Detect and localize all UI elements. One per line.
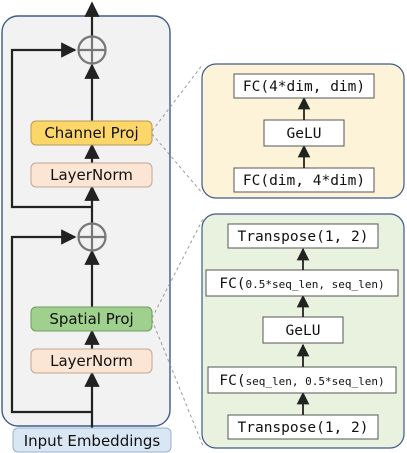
- add-icon: [77, 222, 107, 252]
- dashed-connector: [151, 218, 204, 319]
- fc-seqlen-half-box: [207, 366, 397, 394]
- gelu-spatial-label: GeLU: [286, 323, 321, 339]
- fc-half-seqlen-box: [205, 269, 399, 297]
- layernorm-bottom-label: LayerNorm: [50, 352, 133, 370]
- dashed-connector: [151, 63, 204, 132]
- fc-4dim-dim-label: FC(4*dim, dim): [243, 79, 365, 95]
- transpose-bottom-label: Transpose(1, 2): [238, 420, 369, 436]
- gelu-channel-box: [263, 119, 345, 147]
- spatial-proj-label: Spatial Proj: [49, 310, 133, 328]
- input-embeddings-label: Input Embeddings: [24, 432, 161, 450]
- spatial-proj-box: [30, 306, 153, 332]
- dashed-connector: [151, 133, 204, 195]
- channel-proj-box: [30, 120, 153, 146]
- input-embeddings-box: [12, 427, 172, 453]
- transpose-top-box: [227, 223, 379, 249]
- fc-half-seqlen-label: FC(0.5*seq_len, seq_len): [219, 276, 384, 292]
- channel-proj-label: Channel Proj: [44, 124, 138, 142]
- transpose-top-label: Transpose(1, 2): [238, 229, 369, 245]
- add-icon: [77, 35, 107, 65]
- layernorm-top-box: [30, 162, 153, 188]
- dashed-connector: [151, 319, 204, 447]
- layernorm-top-label: LayerNorm: [50, 166, 133, 184]
- fc-dim-4dim-box: [233, 167, 375, 193]
- transpose-bottom-box: [227, 414, 379, 440]
- fc-dim-4dim-label: FC(dim, 4*dim): [243, 173, 365, 189]
- fc-4dim-dim-box: [233, 73, 375, 99]
- layernorm-bottom-box: [30, 348, 153, 374]
- gelu-spatial-box: [262, 316, 344, 344]
- fc-seqlen-half-label: FC(seq_len, 0.5*seq_len): [219, 373, 384, 389]
- gelu-channel-label: GeLU: [287, 126, 322, 142]
